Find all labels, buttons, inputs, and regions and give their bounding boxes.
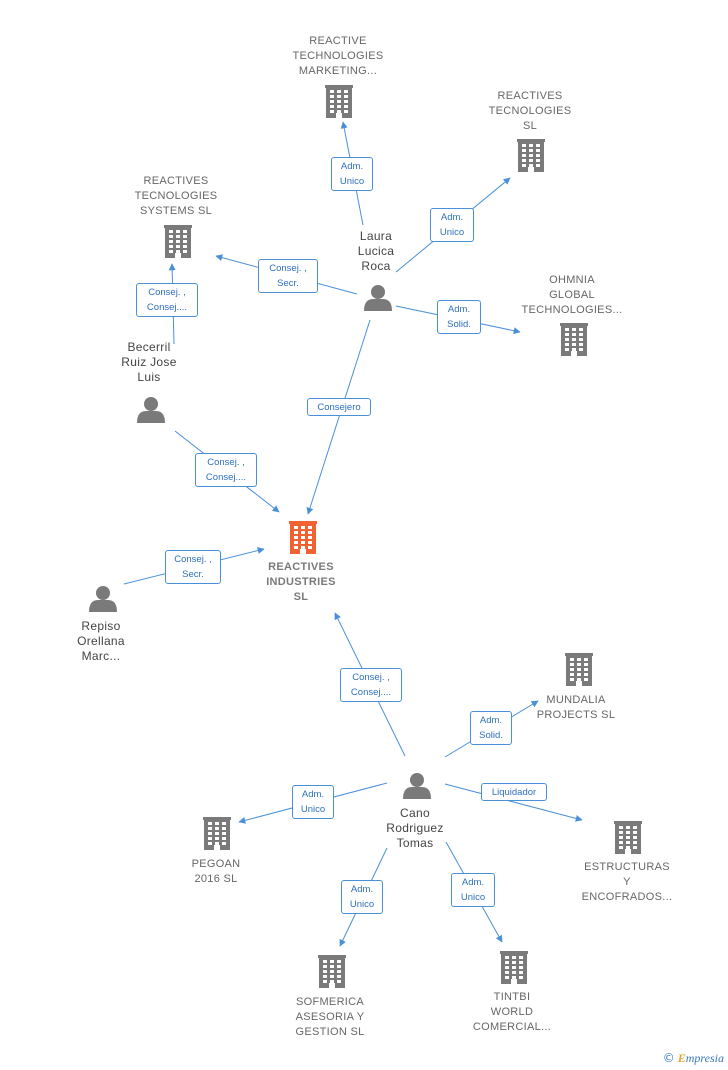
edge-label-laura-main[interactable]: Consejero: [307, 398, 371, 416]
copyright-symbol: ©: [662, 1051, 675, 1065]
brand-name: mpresia: [685, 1051, 724, 1065]
node-label-laura[interactable]: Laura Lucica Roca: [357, 229, 395, 273]
edge-label-cano-sof[interactable]: Adm. Unico: [341, 880, 383, 914]
edge-label-cano-tin[interactable]: Adm. Unico: [451, 873, 495, 907]
node-label-rts[interactable]: REACTIVES TECNOLOGIES SYSTEMS SL: [134, 175, 218, 217]
edge-label-cano-mun[interactable]: Adm. Solid.: [470, 711, 512, 745]
footer-brand: © Empresia: [663, 1051, 724, 1066]
edge-label-laura-rtm[interactable]: Adm. Unico: [331, 157, 373, 191]
person-icon[interactable]: [364, 285, 392, 311]
building-icon[interactable]: [164, 225, 192, 258]
edge-cano-est: [444, 783, 583, 822]
edge-label-cano-peg[interactable]: Adm. Unico: [292, 785, 334, 819]
building-icon[interactable]: [500, 951, 528, 984]
building-icon[interactable]: [318, 955, 346, 988]
node-label-rtsl[interactable]: REACTIVES TECNOLOGIES SL: [488, 90, 572, 132]
edge-laura-main: [306, 319, 371, 515]
edge-label-rep-main[interactable]: Consej. , Secr.: [165, 550, 221, 584]
edge-label-laura-ohm[interactable]: Adm. Solid.: [437, 300, 481, 334]
node-label-rtm[interactable]: REACTIVE TECHNOLOGIES MARKETING...: [292, 35, 384, 77]
node-label-cano[interactable]: Cano Rodriguez Tomas: [386, 806, 444, 850]
person-icon[interactable]: [403, 773, 431, 799]
node-label-mun[interactable]: MUNDALIA PROJECTS SL: [536, 694, 616, 721]
node-label-tin[interactable]: TINTBI WORLD COMERCIAL...: [472, 991, 552, 1033]
building-icon[interactable]: [289, 521, 317, 554]
building-icon[interactable]: [203, 817, 231, 850]
brand-initial: E: [677, 1051, 686, 1065]
edge-label-laura-rtsl[interactable]: Adm. Unico: [430, 208, 474, 242]
node-label-est[interactable]: ESTRUCTURAS Y ENCOFRADOS...: [581, 861, 673, 903]
node-label-peg[interactable]: PEGOAN 2016 SL: [191, 858, 241, 885]
building-icon[interactable]: [614, 821, 642, 854]
node-label-ohm[interactable]: OHMNIA GLOBAL TECHNOLOGIES...: [521, 274, 623, 316]
building-icon[interactable]: [560, 323, 588, 356]
edge-label-bec-rts[interactable]: Consej. , Consej....: [136, 283, 198, 317]
edge-label-bec-main[interactable]: Consej. , Consej....: [195, 453, 257, 487]
person-icon[interactable]: [89, 586, 117, 612]
building-icon[interactable]: [325, 85, 353, 118]
edge-label-laura-rts[interactable]: Consej. , Secr.: [258, 259, 318, 293]
person-icon[interactable]: [137, 397, 165, 423]
edge-label-cano-est[interactable]: Liquidador: [481, 783, 547, 801]
edge-label-cano-main[interactable]: Consej. , Consej....: [340, 668, 402, 702]
building-icon[interactable]: [565, 653, 593, 686]
node-label-bec[interactable]: Becerril Ruiz Jose Luis: [121, 340, 177, 384]
node-label-main[interactable]: REACTIVES INDUSTRIES SL: [266, 561, 336, 603]
node-label-sof[interactable]: SOFMERICA ASESORIA Y GESTION SL: [295, 996, 365, 1038]
node-label-rep[interactable]: Repiso Orellana Marc...: [77, 619, 125, 663]
building-icon[interactable]: [517, 139, 545, 172]
